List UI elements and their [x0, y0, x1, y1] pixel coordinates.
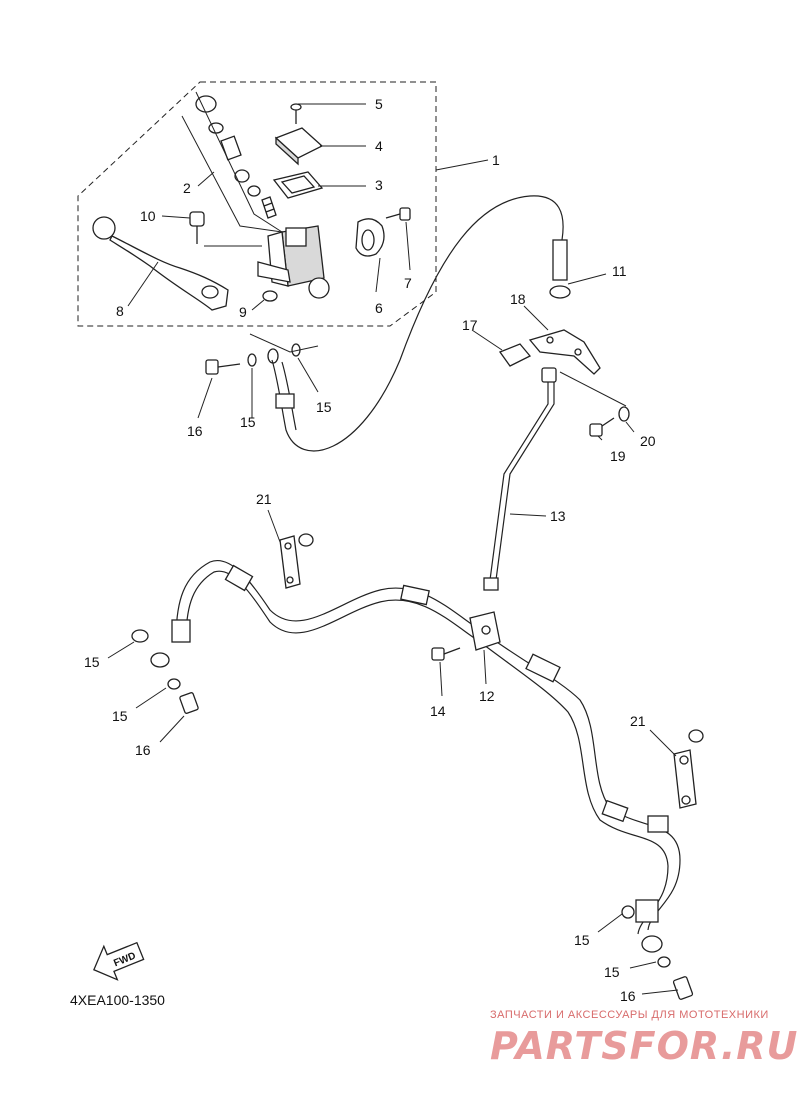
- hose-bracket-upper: [528, 329, 601, 375]
- callout-15-upper-b: 15: [316, 399, 332, 415]
- callout-15-right-a: 15: [574, 932, 590, 948]
- bracket-washer: [618, 406, 630, 422]
- right-banjo-group: [621, 905, 694, 1000]
- callout-14: 14: [430, 703, 446, 719]
- callout-16-upper: 16: [187, 423, 203, 439]
- assembly-boundary: [77, 81, 437, 327]
- hose-guide-upper: [279, 533, 314, 589]
- callout-15-left-b: 15: [112, 708, 128, 724]
- watermark-tagline: ЗАПЧАСТИ И АКСЕССУАРЫ ДЛЯ МОТОТЕХНИКИ: [490, 1009, 769, 1021]
- callout-20: 20: [640, 433, 656, 449]
- watermark-logo: PARTSFOR.RU: [490, 1024, 799, 1068]
- bracket-bolt: [589, 417, 615, 437]
- brake-pipe: [483, 367, 557, 591]
- callout-15-upper-a: 15: [240, 414, 256, 430]
- callout-11: 11: [612, 263, 627, 279]
- callout-1: 1: [492, 152, 500, 168]
- upper-banjo-group: [205, 333, 319, 375]
- left-banjo-group: [131, 629, 199, 714]
- diagram-code: 4XEA100-1350: [70, 992, 165, 1008]
- brake-hose-joint: [469, 611, 501, 651]
- callout-18: 18: [510, 291, 526, 307]
- piston-kit: [181, 91, 283, 233]
- callout-7: 7: [404, 275, 412, 291]
- callout-17: 17: [462, 317, 478, 333]
- reservoir-cap: [274, 127, 324, 166]
- callout-6: 6: [375, 300, 383, 316]
- callout-2: 2: [183, 180, 191, 196]
- callout-10: 10: [140, 208, 156, 224]
- leader-lines: [107, 103, 679, 995]
- callout-5: 5: [375, 96, 383, 112]
- callout-15-left-a: 15: [84, 654, 100, 670]
- callout-4: 4: [375, 138, 383, 154]
- hose-clip: [498, 343, 532, 367]
- callout-12: 12: [479, 688, 495, 704]
- lower-brake-hose: [171, 559, 681, 935]
- brake-lever: [92, 216, 229, 311]
- callout-15-right-b: 15: [604, 964, 620, 980]
- pivot-nut: [262, 290, 278, 302]
- callout-8: 8: [116, 303, 124, 319]
- callout-13: 13: [550, 508, 566, 524]
- lever-holder: [355, 218, 385, 257]
- cap-screw: [290, 103, 302, 124]
- hose-guide-lower: [673, 729, 704, 809]
- holder-bolt: [385, 207, 411, 221]
- callout-16-right: 16: [620, 988, 636, 1004]
- callout-21-upper: 21: [256, 491, 272, 507]
- callout-19: 19: [610, 448, 626, 464]
- master-cylinder: [257, 225, 330, 299]
- reservoir-diaphragm: [272, 171, 324, 199]
- lever-pivot-bolt: [189, 211, 262, 247]
- joint-bolt: [431, 647, 461, 661]
- callout-9: 9: [239, 304, 247, 320]
- callout-16-left: 16: [135, 742, 151, 758]
- callout-3: 3: [375, 177, 383, 193]
- fwd-arrow-icon: FWD: [93, 941, 145, 981]
- upper-brake-hose: [271, 195, 571, 452]
- callout-21-lower: 21: [630, 713, 646, 729]
